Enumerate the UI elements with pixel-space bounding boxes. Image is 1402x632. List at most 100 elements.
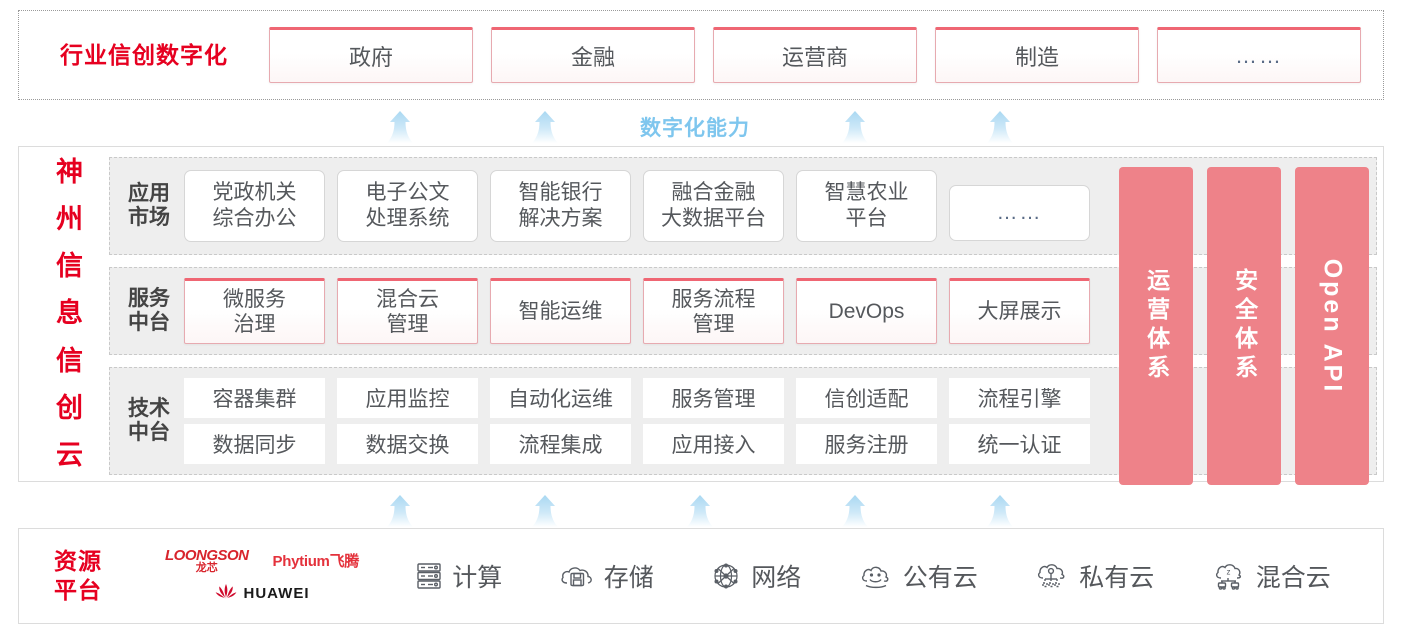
tech-card-process-engine[interactable]: 流程引擎 <box>949 378 1090 418</box>
app-card-edoc-system[interactable]: 电子公文 处理系统 <box>337 170 478 242</box>
tech-card-container-cluster[interactable]: 容器集群 <box>184 378 325 418</box>
resource-item-hybrid-cloud[interactable]: z 混合云 <box>1211 558 1331 594</box>
resource-title-line1: 资源 <box>54 548 102 575</box>
tech-card-data-exchange[interactable]: 数据交换 <box>337 424 478 464</box>
tech-card-service-registry[interactable]: 服务注册 <box>796 424 937 464</box>
resource-item-storage[interactable]: 存储 <box>559 558 654 594</box>
svc-card-line1: 微服务 <box>223 287 286 311</box>
app-card-smart-bank[interactable]: 智能银行 解决方案 <box>490 170 631 242</box>
tech-card-data-sync[interactable]: 数据同步 <box>184 424 325 464</box>
svc-card-line1: DevOps <box>828 300 905 324</box>
resource-item-network-label: 网络 <box>751 564 802 592</box>
cloud-title-char-6: 云 <box>56 439 84 470</box>
panel-security-label: 安全体系 <box>1231 268 1258 384</box>
svc-card-line1: 智能运维 <box>518 300 603 324</box>
cloud-storage-icon <box>559 561 595 591</box>
tech-card-process-integration[interactable]: 流程集成 <box>490 424 631 464</box>
svc-card-line1: 服务流程 <box>671 287 756 311</box>
huawei-logo-text: HUAWEI <box>243 585 310 602</box>
tech-card-line-1: 容器集群 应用监控 自动化运维 服务管理 信创适配 流程引擎 <box>184 378 1090 418</box>
app-card-line1: 电子公文 <box>365 180 450 204</box>
svc-card-line1: 大屏展示 <box>977 300 1062 324</box>
service-card-list: 微服务 治理 混合云 管理 智能运维 <box>180 268 1100 354</box>
resource-item-private-cloud[interactable]: 私有云 <box>1034 558 1154 594</box>
vertical-panel-group: 运营体系 安全体系 Open API <box>1111 167 1369 485</box>
capability-arrow-3 <box>838 494 872 528</box>
resource-platform-title: 资源 平台 <box>19 547 137 605</box>
capability-arrow-1 <box>528 494 562 528</box>
tech-platform-label: 技术 中台 <box>118 397 180 445</box>
resource-item-storage-label: 存储 <box>603 564 654 592</box>
svc-card-line1: 混合云 <box>376 287 439 311</box>
tech-card-app-monitor[interactable]: 应用监控 <box>337 378 478 418</box>
app-card-finance-bigdata[interactable]: 融合金融 大数据平台 <box>643 170 784 242</box>
app-card-gov-office[interactable]: 党政机关 综合办公 <box>184 170 325 242</box>
capability-arrow-3 <box>983 110 1017 144</box>
service-card-process-mgmt[interactable]: 服务流程 管理 <box>643 278 784 344</box>
industry-card-finance[interactable]: 金融 <box>491 27 695 83</box>
cloud-platform-block: 神 州 信 息 信 创 云 应用 市场 党政机关 综合办公 <box>18 146 1384 485</box>
industry-card-manufacturing[interactable]: 制造 <box>935 27 1139 83</box>
svg-text:z: z <box>1226 568 1230 577</box>
industry-card-government[interactable]: 政府 <box>269 27 473 83</box>
cloud-platform-title: 神 州 信 息 信 创 云 <box>41 159 99 469</box>
panel-open-api[interactable]: Open API <box>1295 167 1369 485</box>
resource-item-compute[interactable]: 计算 <box>415 558 502 594</box>
resource-item-public-cloud-label: 公有云 <box>902 564 978 592</box>
public-cloud-icon <box>858 561 894 591</box>
app-card-more[interactable]: …… <box>949 185 1090 241</box>
tech-card-service-mgmt[interactable]: 服务管理 <box>643 378 784 418</box>
huawei-logo: HUAWEI <box>215 583 310 605</box>
service-card-smart-ops[interactable]: 智能运维 <box>490 278 631 344</box>
app-card-line1: 党政机关 <box>212 180 297 204</box>
app-card-line2: 平台 <box>845 207 888 230</box>
private-cloud-icon <box>1034 561 1070 591</box>
service-label-line2: 中台 <box>128 311 170 334</box>
vendor-logo-line-1: LOONGSON 龙芯 Phytium飞腾 <box>165 548 359 574</box>
capability-arrow-0 <box>383 110 417 144</box>
svc-card-line2: 管理 <box>386 313 429 336</box>
resource-item-network[interactable]: 网络 <box>710 558 801 594</box>
tech-label-line1: 技术 <box>128 396 170 420</box>
panel-open-api-label: Open API <box>1318 258 1347 394</box>
capability-arrow-1 <box>528 110 562 144</box>
industry-card-more[interactable]: …… <box>1157 27 1361 83</box>
tech-card-unified-auth[interactable]: 统一认证 <box>949 424 1090 464</box>
loongson-logo-top: LOONGSON <box>165 546 249 564</box>
loongson-logo: LOONGSON 龙芯 <box>165 548 249 574</box>
industry-card-carrier[interactable]: 运营商 <box>713 27 917 83</box>
app-card-smart-agriculture[interactable]: 智慧农业 平台 <box>796 170 937 242</box>
service-label-line1: 服务 <box>128 286 170 310</box>
resource-item-public-cloud[interactable]: 公有云 <box>858 558 978 594</box>
network-mesh-icon <box>710 561 742 591</box>
hybrid-cloud-icon: z <box>1211 561 1247 591</box>
tech-card-app-access[interactable]: 应用接入 <box>643 424 784 464</box>
vendor-logo-group: LOONGSON 龙芯 Phytium飞腾 <box>137 548 387 605</box>
tech-card-xinchuang-adapt[interactable]: 信创适配 <box>796 378 937 418</box>
svc-card-line2: 管理 <box>692 313 735 336</box>
panel-operations-system[interactable]: 运营体系 <box>1119 167 1193 485</box>
capability-arrow-0 <box>383 494 417 528</box>
service-card-dashboard[interactable]: 大屏展示 <box>949 278 1090 344</box>
capability-arrow-2 <box>838 110 872 144</box>
cloud-title-char-0: 神 <box>56 157 84 187</box>
resource-item-private-cloud-label: 私有云 <box>1079 564 1155 592</box>
cloud-rows: 应用 市场 党政机关 综合办公 电子公文 处理系统 <box>109 157 1377 485</box>
service-card-hybrid-cloud-mgmt[interactable]: 混合云 管理 <box>337 278 478 344</box>
server-rack-icon <box>415 561 443 591</box>
panel-security-system[interactable]: 安全体系 <box>1207 167 1281 485</box>
app-market-label: 应用 市场 <box>118 182 180 230</box>
capability-label: 数字化能力 <box>640 117 750 140</box>
tech-card-auto-ops[interactable]: 自动化运维 <box>490 378 631 418</box>
app-card-line1: 智慧农业 <box>824 180 909 204</box>
capability-arrow-4 <box>983 494 1017 528</box>
service-card-microservice-governance[interactable]: 微服务 治理 <box>184 278 325 344</box>
huawei-flower-icon <box>215 583 237 605</box>
capability-arrow-strip-bottom <box>0 488 1402 528</box>
app-card-line1: 融合金融 <box>671 180 756 204</box>
app-market-label-line1: 应用 <box>128 181 170 205</box>
capability-arrow-2 <box>683 494 717 528</box>
service-card-devops[interactable]: DevOps <box>796 278 937 344</box>
capability-arrow-strip-top: 数字化能力 <box>0 104 1402 144</box>
